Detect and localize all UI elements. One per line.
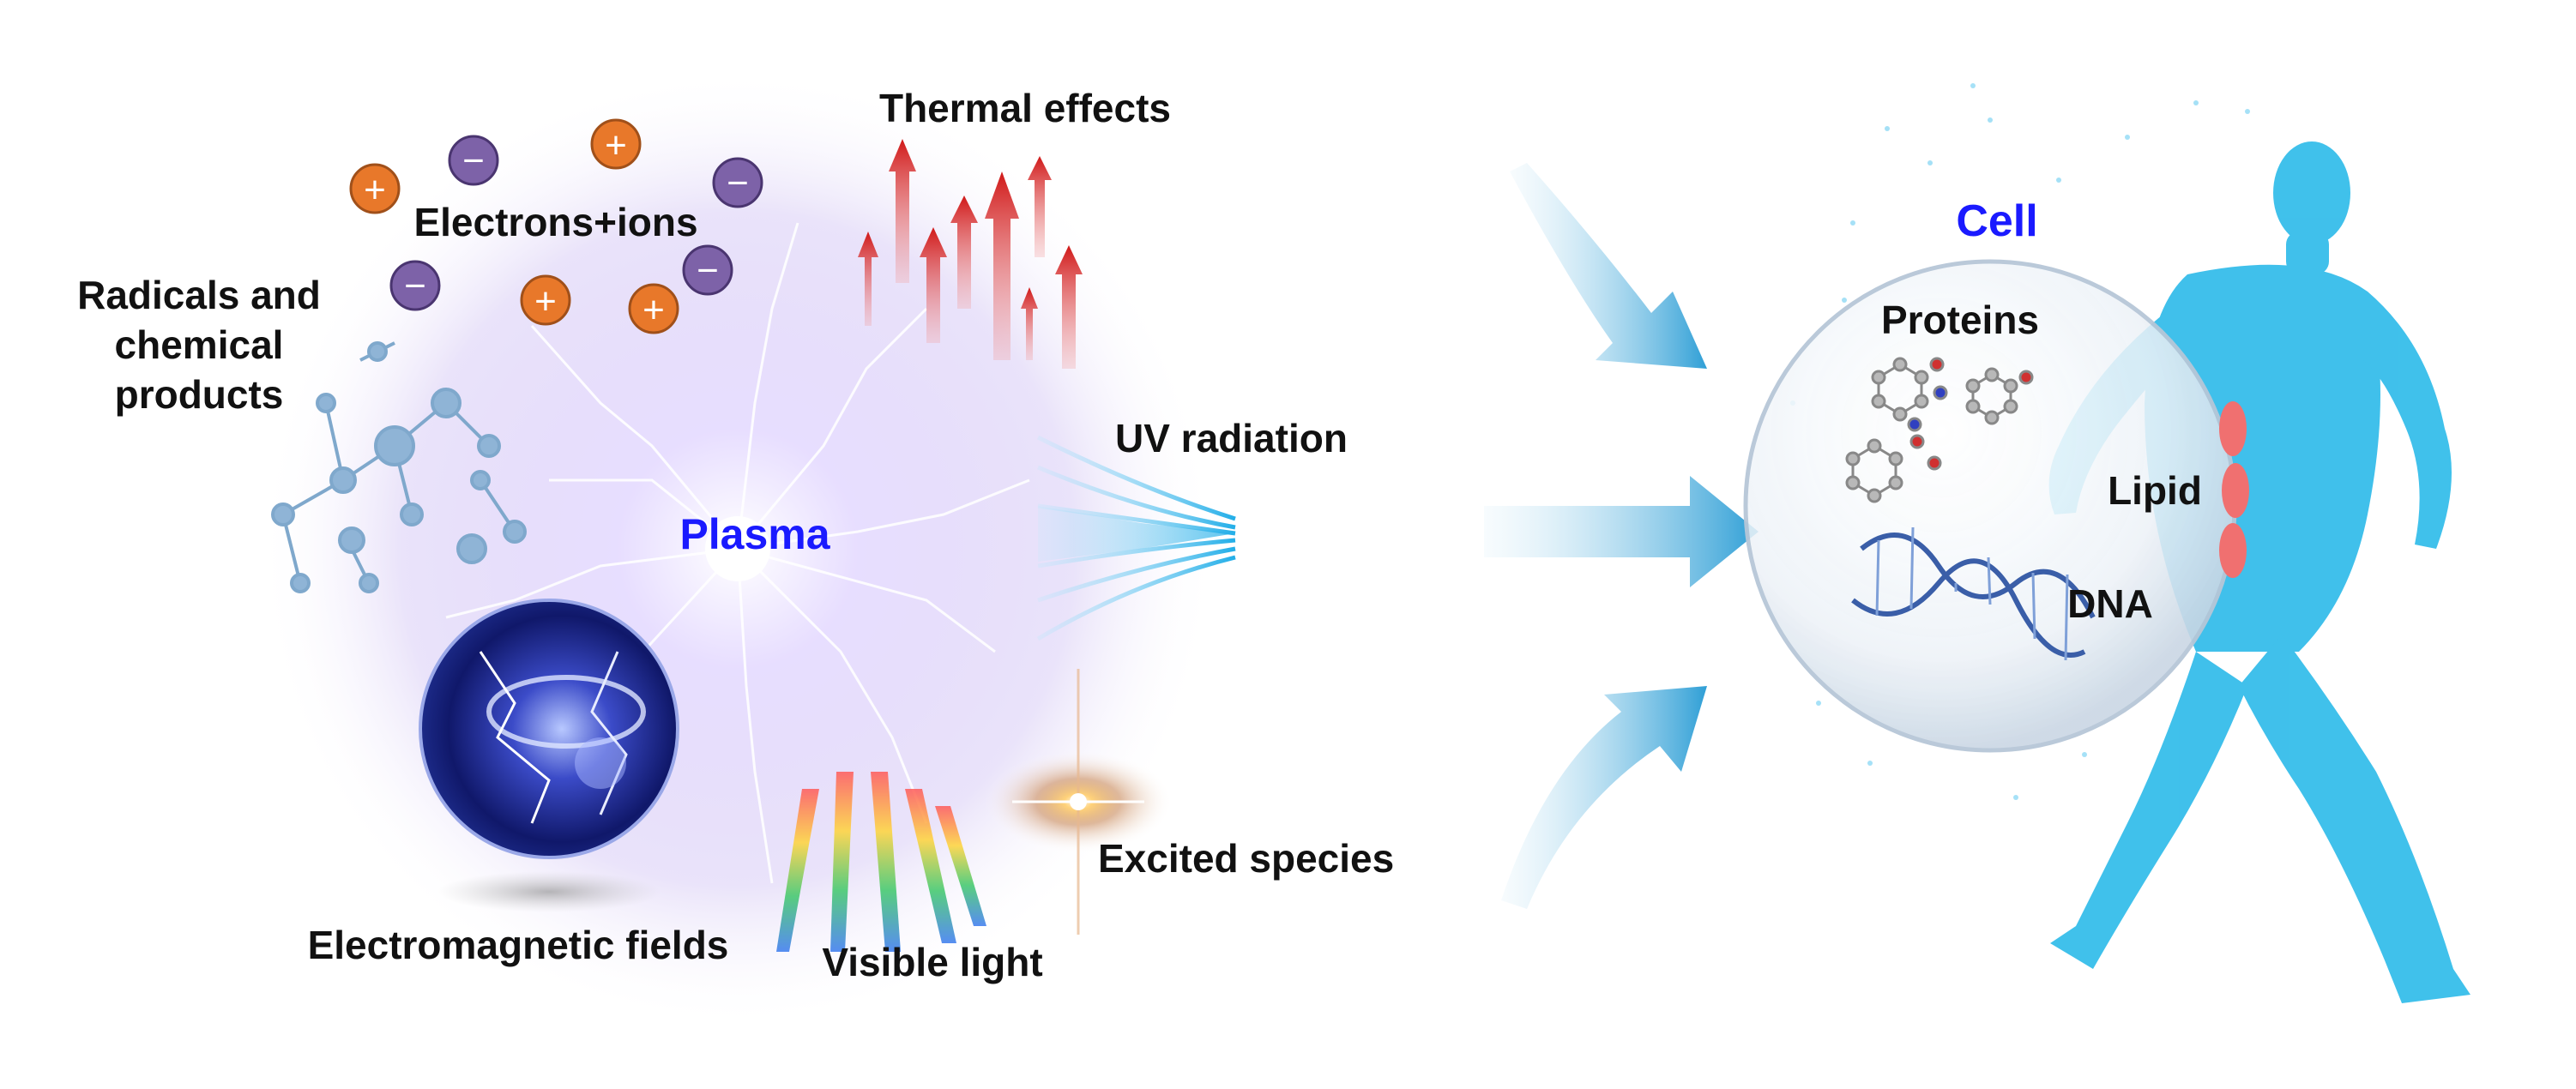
svg-text:+: + xyxy=(364,169,386,211)
svg-text:−: − xyxy=(404,265,426,307)
radicals-label-line1: Radicals and xyxy=(77,273,321,317)
lipid-label: Lipid xyxy=(2108,468,2202,513)
protein-molecule-icon xyxy=(1871,357,1948,422)
protein-molecule-icon xyxy=(1965,367,2034,425)
negative-ion-icon: − xyxy=(712,157,763,208)
positive-ion-icon: + xyxy=(349,163,401,214)
electromagnetic-fields-label: Electromagnetic fields xyxy=(308,923,729,967)
positive-ion-icon: + xyxy=(590,118,642,170)
electrons-ions-label: Electrons+ions xyxy=(413,200,697,244)
lipid-icon xyxy=(2219,401,2249,578)
uv-radiation-label: UV radiation xyxy=(1115,416,1348,460)
em-sphere-shadow xyxy=(437,871,661,912)
flow-arrow-middle xyxy=(1484,476,1759,587)
positive-ion-icon: + xyxy=(520,274,571,326)
dna-label: DNA xyxy=(2067,581,2153,626)
negative-ion-icon: − xyxy=(389,260,441,311)
excited-species-icon xyxy=(984,669,1173,935)
flow-arrow-top xyxy=(1510,163,1707,369)
ion-cloud: + − + − − + − + xyxy=(349,118,763,334)
positive-ion-icon: + xyxy=(628,283,679,334)
flow-arrow-bottom xyxy=(1501,686,1707,909)
svg-text:−: − xyxy=(727,162,749,204)
molecule-icon xyxy=(271,341,527,593)
electromagnetic-sphere-icon xyxy=(419,599,679,859)
negative-ion-icon: − xyxy=(448,135,499,186)
visible-light-label: Visible light xyxy=(822,940,1042,984)
protein-molecule-icon xyxy=(1845,417,1942,503)
radicals-label-line2: chemical xyxy=(115,322,284,367)
uv-beam xyxy=(1038,506,1235,562)
uv-ray-icon xyxy=(1036,435,1236,641)
proteins-label: Proteins xyxy=(1881,298,2039,342)
dna-helix-icon xyxy=(1851,526,2096,661)
radicals-label-line3: products xyxy=(115,372,284,417)
svg-text:+: + xyxy=(605,124,627,166)
thermal-effects-label: Thermal effects xyxy=(879,86,1171,130)
excited-species-label: Excited species xyxy=(1098,836,1394,881)
plasma-label: Plasma xyxy=(679,510,830,558)
svg-text:−: − xyxy=(462,140,485,182)
thermal-arrow-icon xyxy=(858,139,1083,369)
cell-title: Cell xyxy=(1956,196,2037,246)
svg-text:−: − xyxy=(697,250,719,292)
negative-ion-icon: − xyxy=(682,244,733,296)
svg-text:+: + xyxy=(642,289,665,331)
spectrum-icon xyxy=(776,772,986,952)
svg-text:+: + xyxy=(534,280,557,322)
